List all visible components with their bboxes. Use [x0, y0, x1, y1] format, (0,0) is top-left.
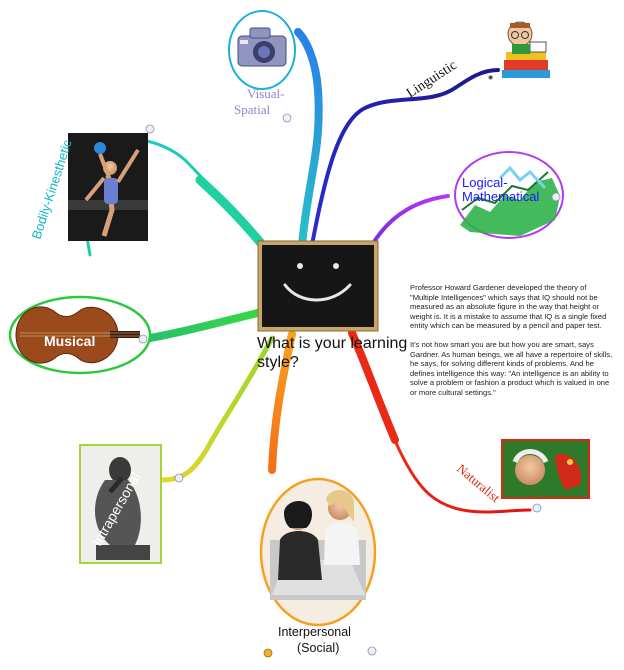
note-icon[interactable]: [174, 473, 184, 483]
bodily-kinesthetic-node[interactable]: Bodily-Kinesthetic: [29, 124, 155, 241]
central-image[interactable]: [257, 240, 379, 332]
people-photo: [270, 489, 366, 600]
logical-label-line2: Mathematical: [462, 189, 539, 204]
branch-naturalist: [348, 329, 532, 514]
branch-visual-spatial: [294, 28, 323, 249]
linguistic-node[interactable]: ◉ Linguistic: [404, 21, 550, 102]
note-icon[interactable]: [367, 646, 377, 656]
camera-icon: [237, 27, 287, 67]
gymnast-photo: [68, 142, 148, 237]
branch-interpersonal: [268, 330, 296, 474]
interpersonal-node[interactable]: Interpersonal (Social): [259, 477, 377, 658]
musical-node[interactable]: Musical: [8, 295, 152, 375]
central-topic-title[interactable]: What is your learning style?: [257, 335, 408, 371]
bodily-kinesthetic-label: Bodily-Kinesthetic: [29, 138, 75, 241]
smiley-eye: [333, 263, 339, 269]
intrapersonal-node[interactable]: Intrapersonal: [79, 444, 184, 564]
note-icon[interactable]: [282, 113, 292, 123]
interpersonal-label-line1: Interpersonal: [278, 625, 351, 639]
thinker-statue-photo: [94, 457, 150, 560]
logical-mathematical-node[interactable]: Logical- Mathematical: [454, 151, 564, 239]
note-icon[interactable]: ◉: [488, 75, 493, 81]
note-icon[interactable]: [532, 503, 542, 513]
visual-spatial-node[interactable]: Visual- Spatial: [228, 10, 296, 123]
branch-musical: [146, 308, 266, 342]
smiley-eye: [297, 263, 303, 269]
naturalist-photo: [503, 441, 588, 497]
smiley-icon[interactable]: [263, 648, 273, 658]
interpersonal-label-line2: (Social): [297, 641, 339, 655]
naturalist-label: Naturalist: [454, 461, 503, 506]
branch-linguistic: [310, 68, 500, 247]
note-icon[interactable]: [138, 334, 148, 344]
info-paragraph-2: It's not how smart you are but how you a…: [410, 339, 613, 397]
visual-spatial-label-line1: Visual-: [247, 86, 285, 101]
note-icon[interactable]: [551, 192, 561, 202]
naturalist-node[interactable]: Naturalist: [454, 439, 590, 513]
musical-label: Musical: [44, 333, 95, 349]
linguistic-label: Linguistic: [404, 58, 460, 102]
branch-logical: [370, 194, 450, 247]
info-paragraph-1: Professor Howard Gardener developed the …: [410, 283, 607, 331]
visual-spatial-label-line2: Spatial: [234, 102, 270, 117]
logical-label-line1: Logical-: [462, 175, 508, 190]
branch-intrapersonal: [159, 335, 275, 483]
reader-cartoon-icon: [502, 21, 550, 78]
note-icon[interactable]: [145, 124, 155, 134]
growth-chart-icon: [460, 165, 560, 236]
smiley-mouth: [283, 283, 352, 302]
violin-icon: [15, 306, 140, 364]
info-note: Professor Howard Gardener developed the …: [410, 283, 616, 407]
